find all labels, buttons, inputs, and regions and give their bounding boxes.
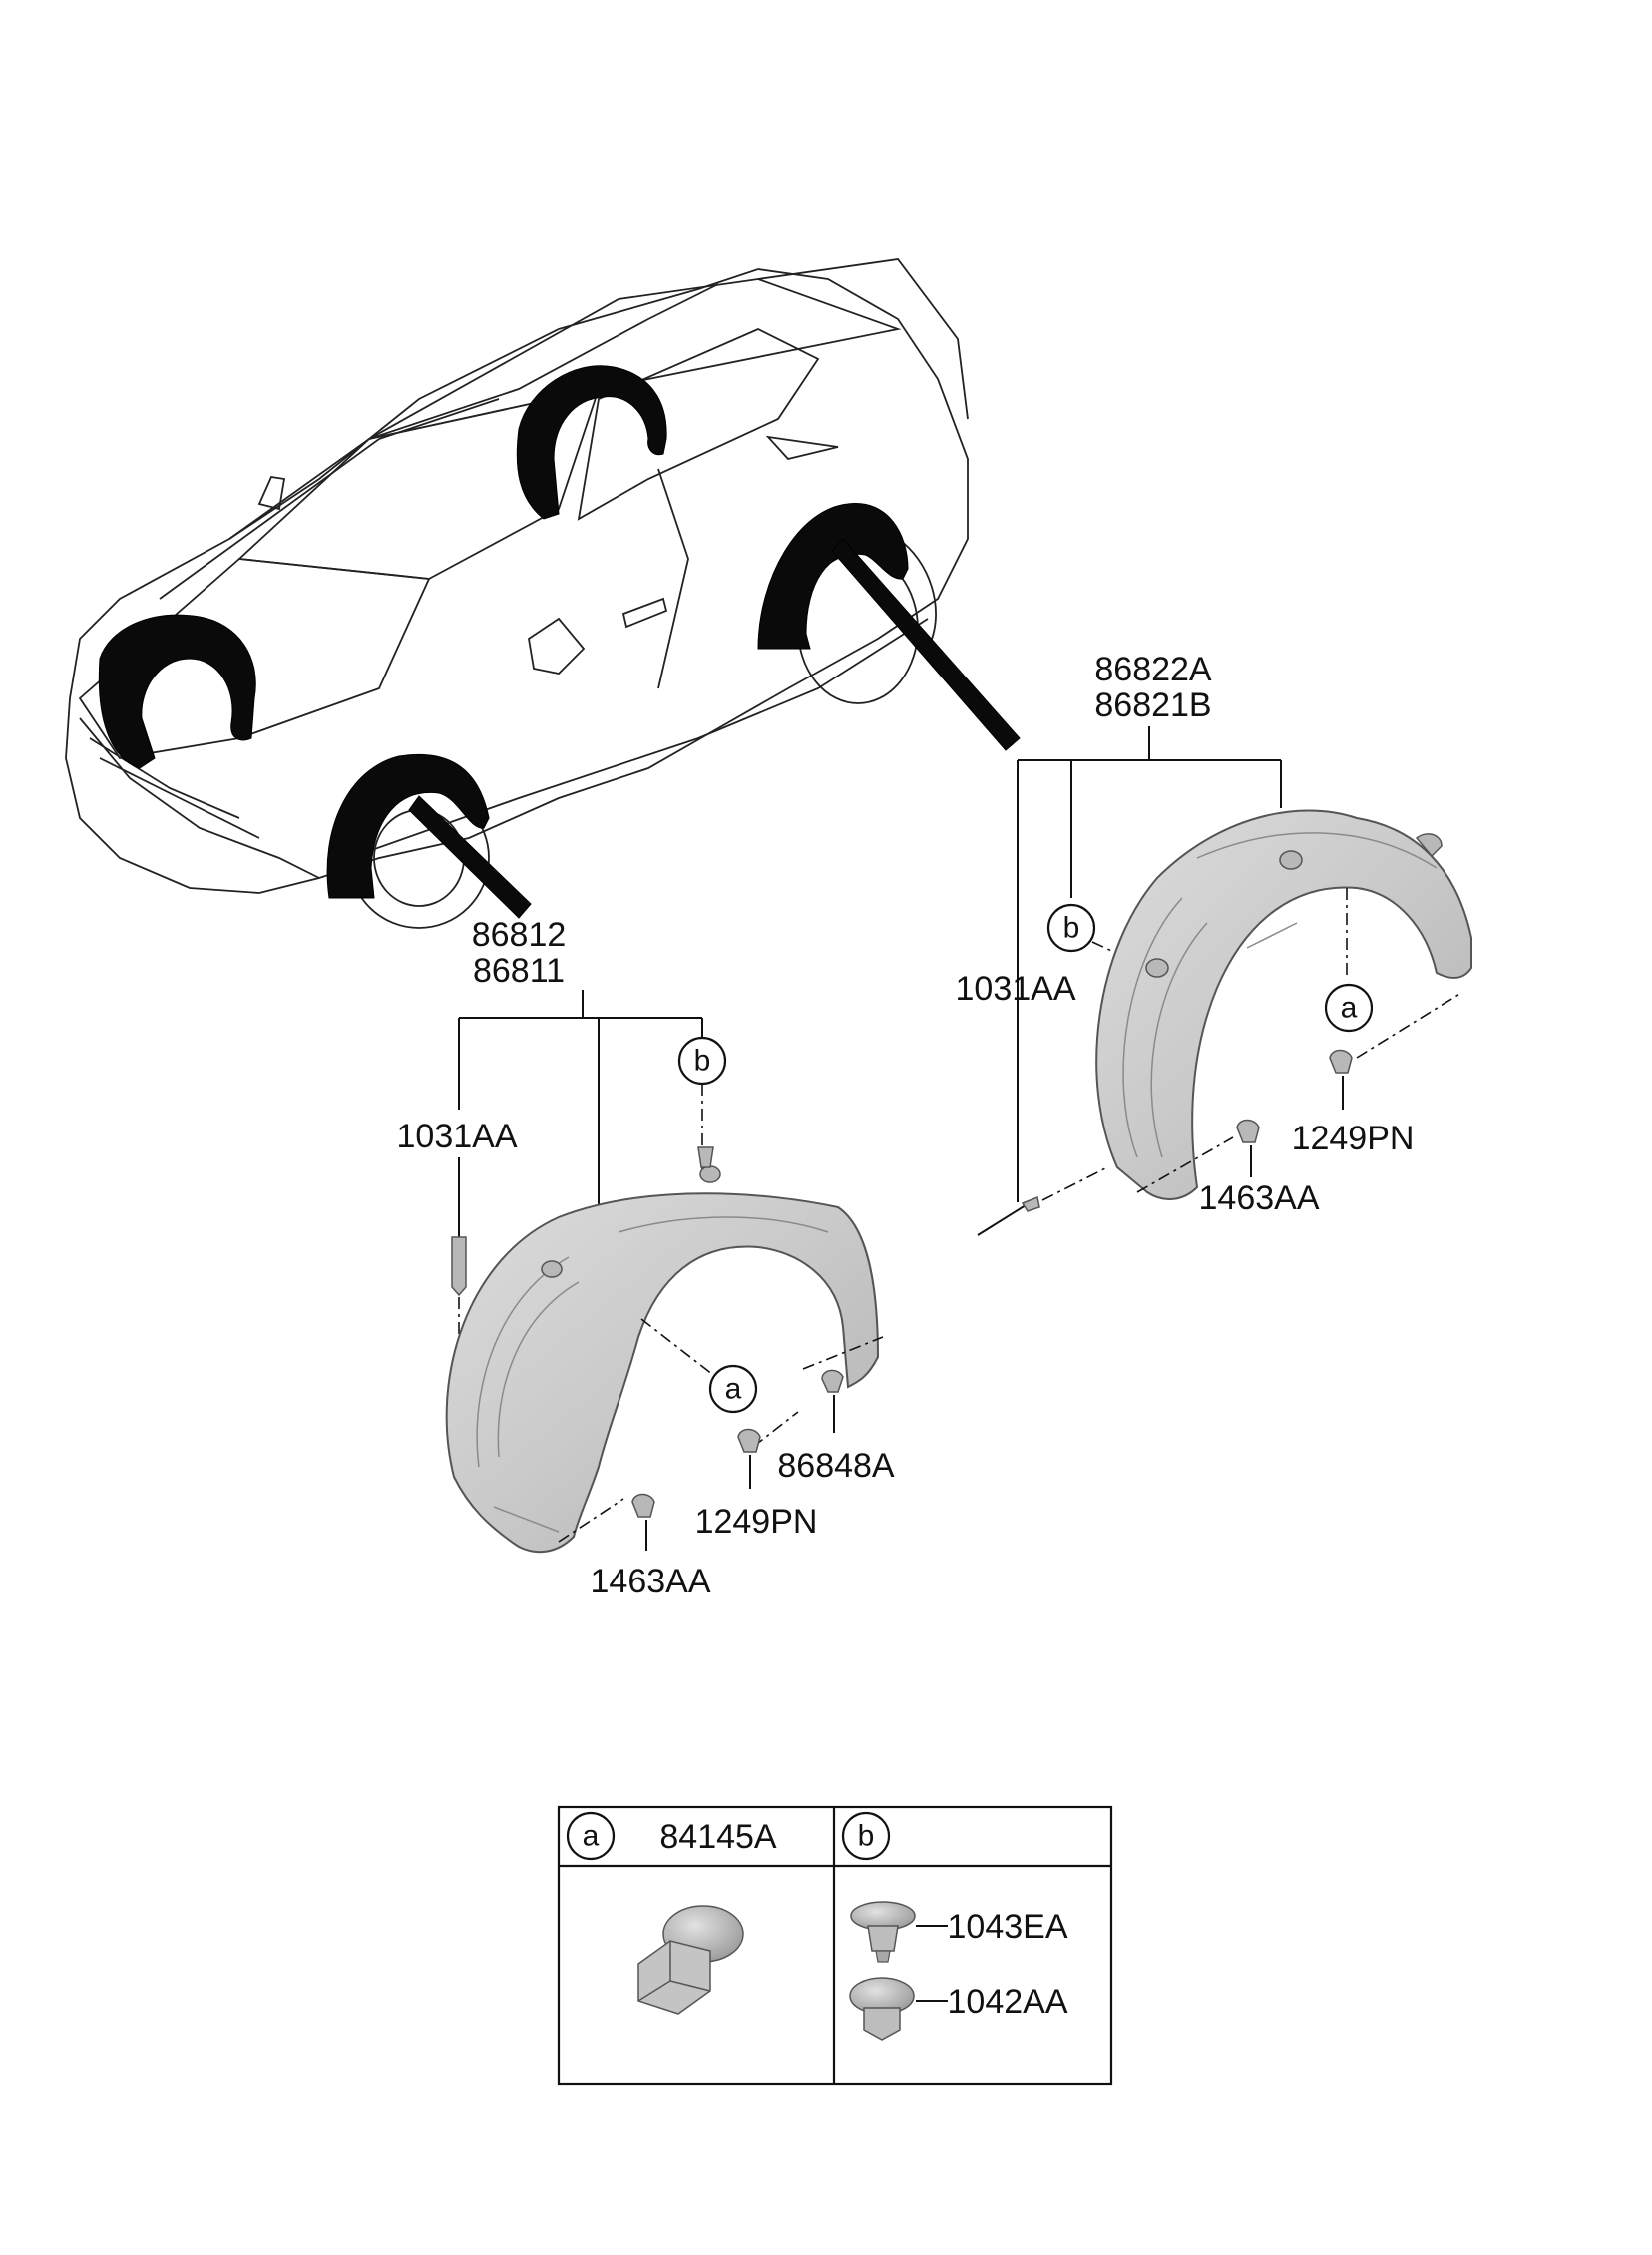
legend-a-part: 84145A: [659, 1818, 777, 1856]
front-right-liner-shape: [326, 753, 490, 899]
front-left-liner-shape: [98, 614, 256, 769]
front-part-lower-label: 86811: [473, 952, 565, 990]
clip-nut-84145a-icon: [637, 1905, 744, 2015]
clip-1043ea-icon: [850, 1901, 916, 1963]
clip-1042aa-icon: [849, 1977, 915, 2041]
front-liner-assembly: 86812 86811 b 1031AA a 86848A: [397, 916, 895, 1600]
rear-right-liner-shape: [757, 503, 909, 650]
rear-part-lower-label: 86821B: [1094, 686, 1211, 724]
front-callout-b: b: [694, 1045, 711, 1078]
rear-pointer-strip: [831, 538, 1021, 751]
rear-callout-b: b: [1063, 912, 1080, 945]
legend-table: a 84145A b 1043EA 1042AA: [557, 1805, 1113, 2086]
legend-b-part-2: 1042AA: [948, 1983, 1068, 2021]
front-callout-a: a: [725, 1373, 742, 1406]
front-1249-label: 1249PN: [695, 1503, 818, 1541]
front-pointer-strip: [408, 795, 532, 919]
rear-1463-label: 1463AA: [1199, 1179, 1320, 1217]
legend-b-part-1: 1043EA: [948, 1908, 1068, 1946]
rear-liner-assembly: 86822A 86821B b 1031AA a 1249PN: [956, 651, 1472, 1236]
rear-top-liner-shape: [516, 365, 667, 520]
legend-b-letter: b: [858, 1820, 875, 1853]
front-86848-label: 86848A: [777, 1447, 895, 1485]
car-wheel-liners: [98, 365, 1021, 919]
rear-liner-shape: [1095, 809, 1472, 1200]
legend-a-letter: a: [583, 1820, 600, 1853]
front-part-upper-label: 86812: [472, 916, 567, 954]
rear-1031-label: 1031AA: [956, 970, 1076, 1008]
rear-callout-a: a: [1341, 992, 1358, 1025]
car-illustration: [65, 258, 969, 929]
front-1463-label: 1463AA: [591, 1563, 711, 1600]
rear-1249-label: 1249PN: [1292, 1120, 1415, 1157]
front-liner-shape: [445, 1192, 880, 1554]
front-1031-label: 1031AA: [397, 1118, 518, 1155]
rear-part-upper-label: 86822A: [1094, 651, 1212, 688]
